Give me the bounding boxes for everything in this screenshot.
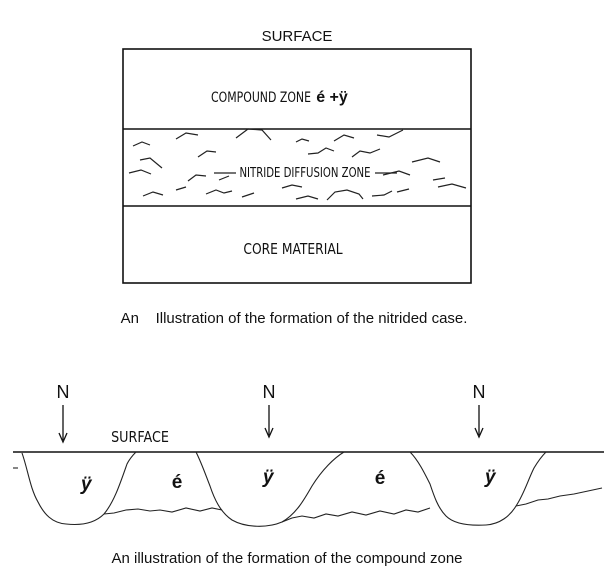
- nitride-needles: [128, 128, 467, 201]
- nitrogen-arrow-1: N: [57, 382, 70, 444]
- arrow-down-icon: [474, 427, 484, 439]
- grain-phase-label: é: [375, 468, 386, 489]
- nitrogen-arrow-2: N: [263, 382, 276, 439]
- arrow-down-icon: [264, 427, 274, 439]
- grain-boundary-4: [281, 507, 431, 523]
- grain-phase-label: ÿ: [484, 467, 497, 488]
- grain-boundary-5: [409, 451, 547, 526]
- compound-zone-phases: é +ÿ: [316, 89, 348, 106]
- fig1-caption: An Illustration of the formation of the …: [121, 310, 468, 327]
- grain-boundary-3: [195, 451, 345, 527]
- figure-1: SURFACE COMPOUND ZONE é +ÿ: [121, 28, 472, 327]
- nitrogen-arrow-3: N: [473, 382, 486, 439]
- core-material-label: CORE MATERIAL: [243, 241, 343, 258]
- nitrogen-label: N: [263, 382, 276, 402]
- nitrogen-label: N: [473, 382, 486, 402]
- grain-phase-label: ÿ: [262, 467, 275, 488]
- grain-boundary-1: [21, 451, 137, 526]
- fig2-caption: An illustration of the formation of the …: [111, 550, 462, 567]
- grain-boundary-2: [103, 507, 223, 515]
- figure-2: N N N SURFACE: [13, 382, 604, 567]
- grain-boundary-6: [515, 487, 603, 507]
- nitrogen-label: N: [57, 382, 70, 402]
- arrow-down-icon: [58, 432, 68, 444]
- compound-zone-label: COMPOUND ZONE: [211, 89, 311, 106]
- grain-phase-label: ÿ: [80, 474, 93, 495]
- diffusion-zone-label: NITRIDE DIFFUSION ZONE: [239, 165, 370, 181]
- grain-boundaries: [13, 451, 603, 527]
- case-outline: [122, 48, 472, 284]
- grain-phase-label: é: [172, 472, 183, 493]
- fig1-surface-label: SURFACE: [262, 28, 333, 45]
- fig2-surface-label: SURFACE: [111, 429, 169, 446]
